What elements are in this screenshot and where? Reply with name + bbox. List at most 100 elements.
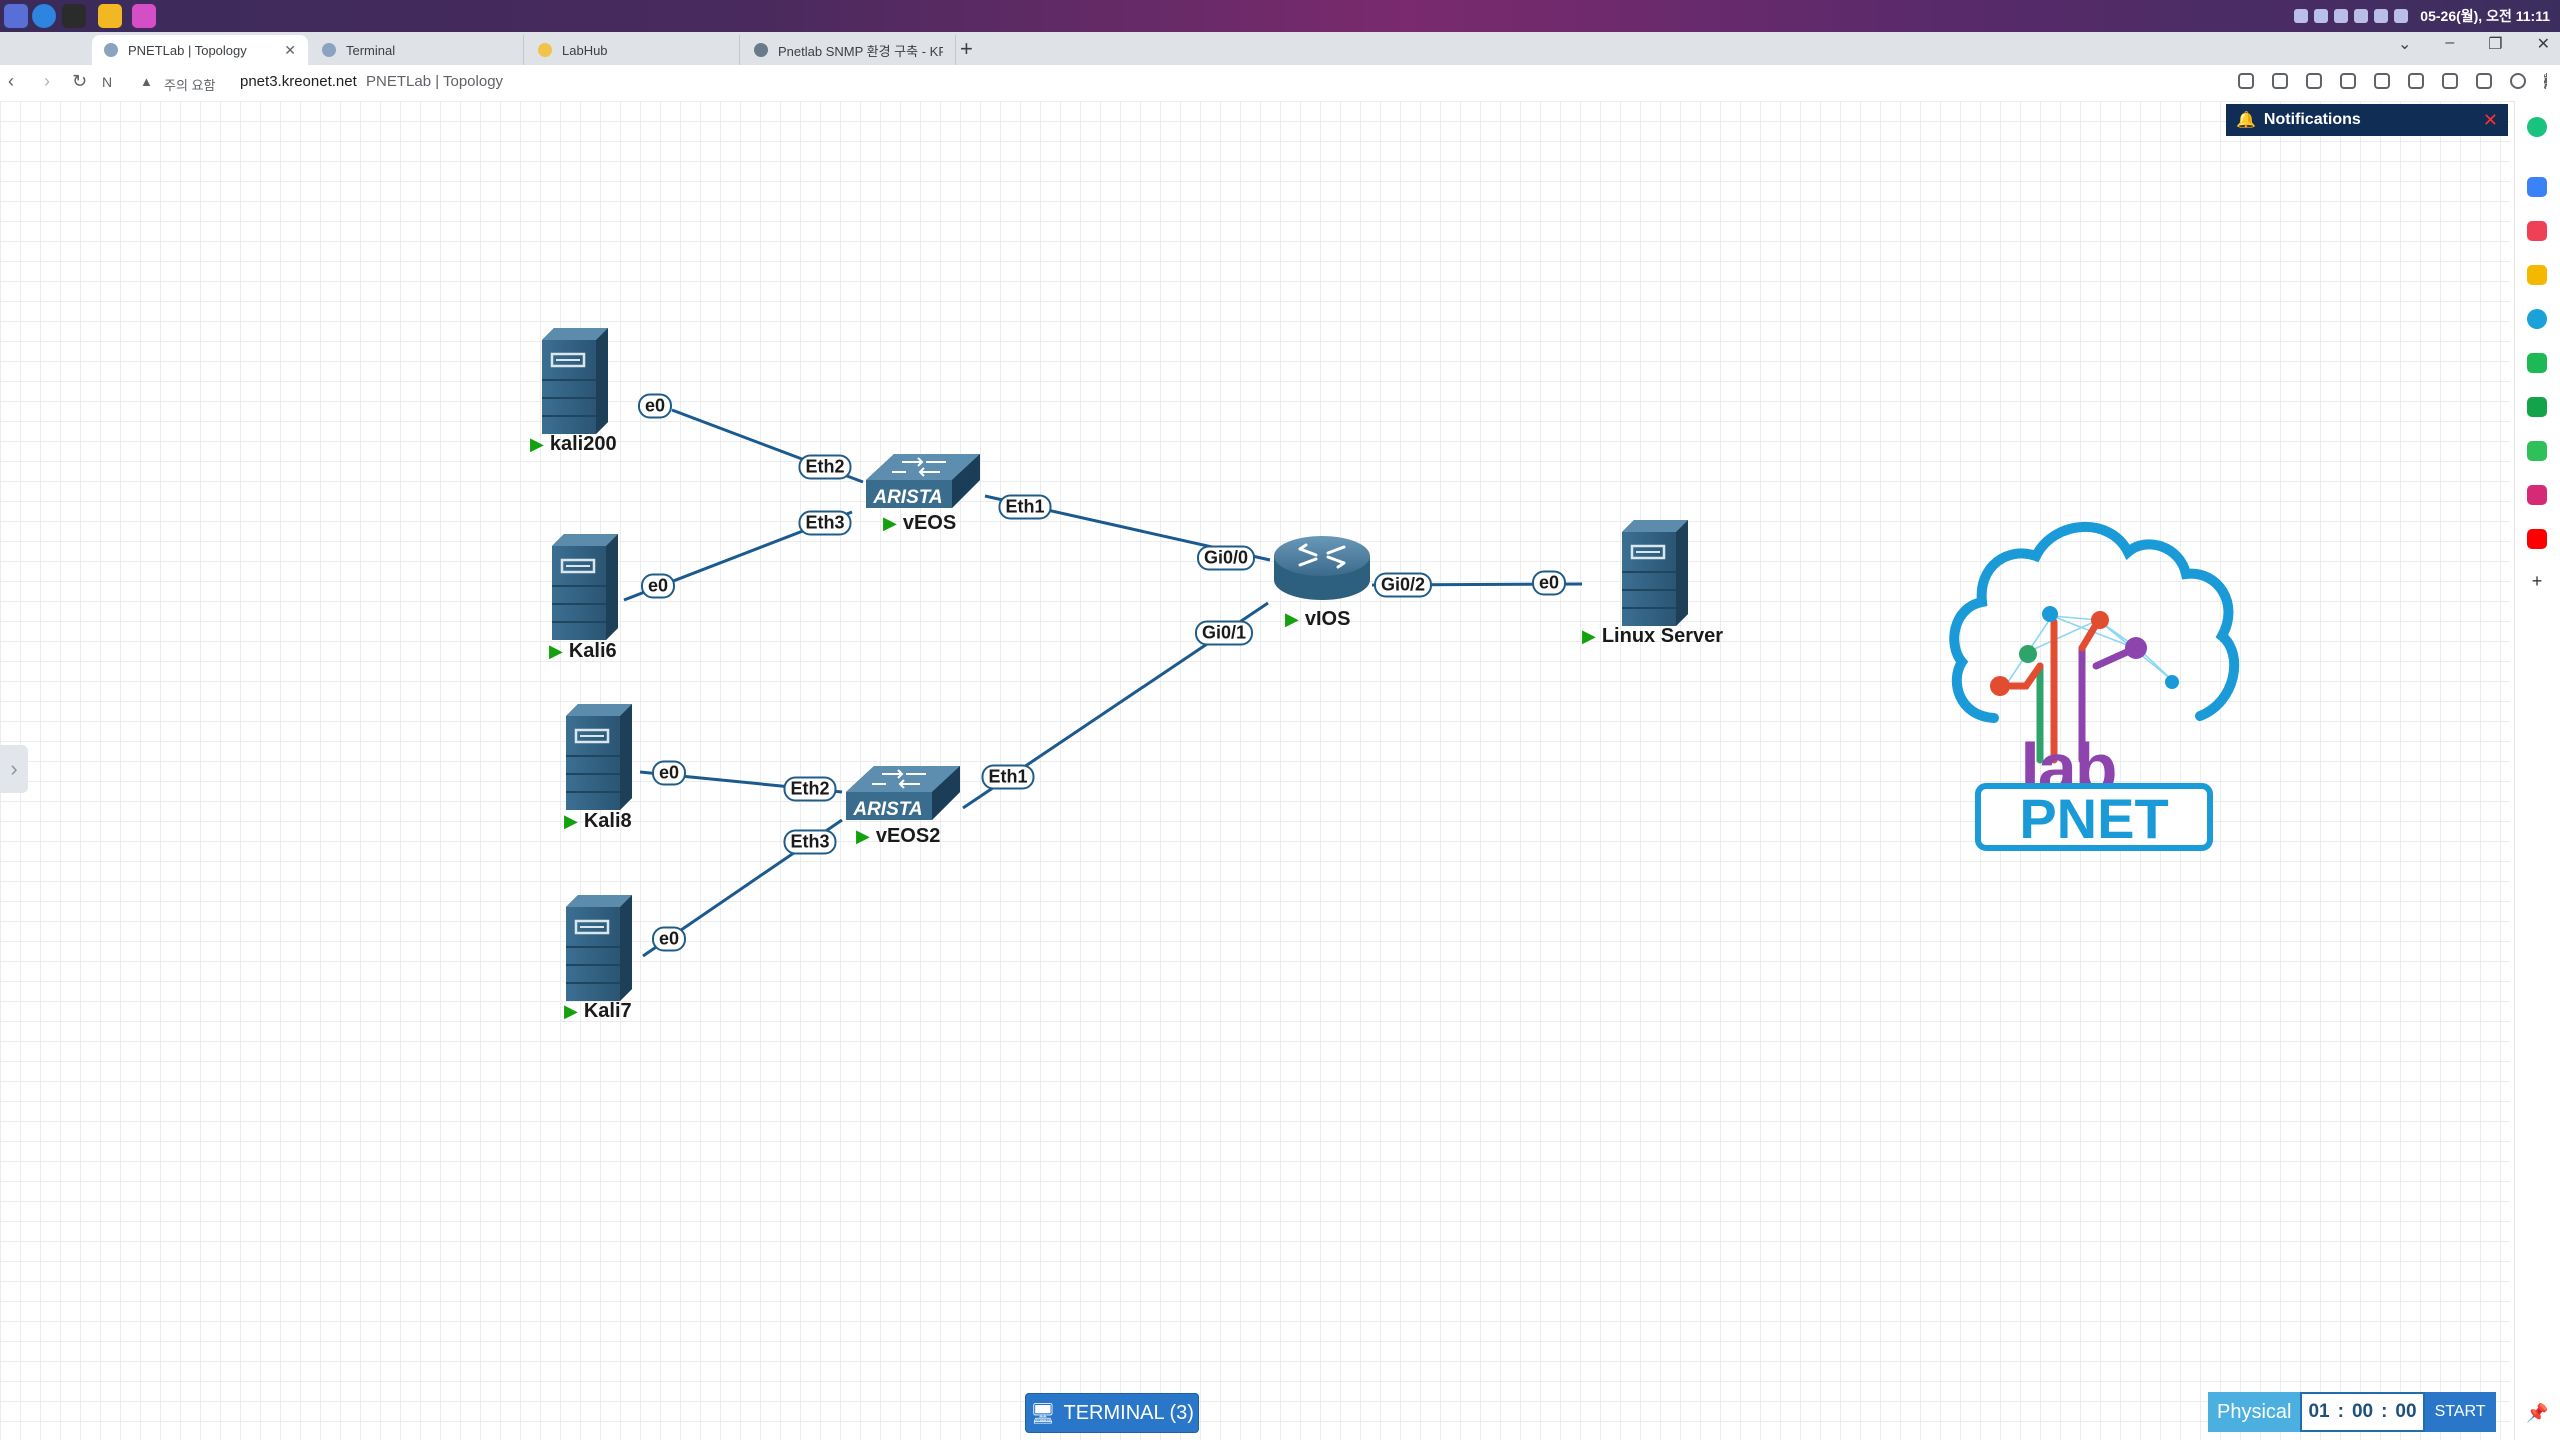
port-label-linux-e0[interactable]: e0 [1531,570,1567,596]
zoom-icon[interactable] [2238,73,2254,89]
tab-pnetlab-topology[interactable]: PNETLab | Topology ✕ [92,35,308,65]
tab-pnetlab-snmp[interactable]: Pnetlab SNMP 환경 구축 - KREONE [742,35,956,65]
minimize-button[interactable]: – [2445,34,2455,51]
node-label-linux-server[interactable]: ▶Linux Server [1582,625,1723,648]
back-button[interactable]: ‹ [8,71,14,91]
rail-chat-icon[interactable] [2527,441,2547,461]
port-label-veos-eth2[interactable]: Eth2 [798,454,852,480]
server-kali8-icon[interactable] [564,702,634,812]
split-view-icon[interactable] [2476,73,2492,89]
rail-pocket-icon[interactable] [2527,221,2547,241]
rail-assistant-icon[interactable] [2527,117,2547,137]
port-label-vios-gi01[interactable]: Gi0/1 [1194,620,1254,646]
extension-glasses-icon[interactable] [2306,73,2322,89]
tab-terminal[interactable]: Terminal [310,35,524,65]
play-icon: ▶ [883,513,897,533]
terminal-app-icon[interactable] [62,4,86,28]
app-launcher-icon[interactable] [4,4,28,28]
sidebar-expand-button[interactable]: › [0,745,28,793]
timer-inputs[interactable]: 01 : 00 : 00 [2300,1392,2425,1432]
timer-separator: : [2381,1401,2388,1422]
extension-icon[interactable] [2340,73,2356,89]
close-window-button[interactable]: ✕ [2536,36,2550,53]
rail-favorites-icon[interactable] [2527,265,2547,285]
reader-mode-icon[interactable]: N [102,74,113,90]
notifications-panel[interactable]: 🔔 Notifications ✕ [2226,104,2508,136]
reload-button[interactable]: ↻ [72,71,88,91]
system-clock[interactable]: 05-26(월), 오전 11:11 [2420,8,2550,24]
tray-display-icon[interactable] [2374,9,2389,23]
port-label-veos2-eth1[interactable]: Eth1 [981,764,1035,790]
topology-canvas[interactable]: ARISTA ARISTA [0,101,2510,1440]
server-kali7-icon[interactable] [564,893,634,1003]
terminal-button[interactable]: 🖥 TERMINAL (3) [1025,1393,1199,1433]
bookmark-star-icon[interactable] [2272,73,2288,89]
tray-app-icon[interactable] [2294,9,2309,23]
node-label-kali6[interactable]: ▶Kali6 [549,640,617,663]
node-name: vEOS2 [875,825,941,847]
port-label-vios-gi02[interactable]: Gi0/2 [1373,572,1433,598]
port-label-veos2-eth3[interactable]: Eth3 [783,829,837,855]
rail-instagram-icon[interactable] [2527,485,2547,505]
rail-add-icon[interactable]: + [2531,571,2543,591]
tray-network-icon[interactable] [2314,9,2329,23]
browser-app-icon[interactable] [32,4,56,28]
links [623,408,1583,958]
server-kali200-icon[interactable] [540,326,610,436]
tray-clipboard-icon[interactable] [2334,9,2349,23]
profile-icon[interactable] [2510,73,2526,89]
timer-hours[interactable]: 01 [2308,1401,2330,1422]
server-linux-icon[interactable] [1620,518,1690,628]
router-vios-icon[interactable] [1274,536,1370,600]
close-icon[interactable]: ✕ [2482,109,2498,130]
node-label-vios[interactable]: ▶vIOS [1285,608,1350,631]
node-label-kali200[interactable]: ▶kali200 [530,433,617,456]
port-label-veos2-eth2[interactable]: Eth2 [783,776,837,802]
server-kali6-icon[interactable] [550,532,620,642]
timer-seconds[interactable]: 00 [2395,1401,2417,1422]
node-label-veos[interactable]: ▶vEOS [883,512,956,535]
files-app-icon[interactable] [98,4,122,28]
tab-search-chevron-icon[interactable]: ⌄ [2397,36,2412,53]
bell-icon: 🔔 [2236,112,2256,129]
tab-label: LabHub [562,42,608,58]
new-tab-button[interactable]: + [960,36,973,61]
rail-calendar-icon[interactable] [2527,177,2547,197]
physical-mode-button[interactable]: Physical [2208,1392,2301,1432]
port-label-kali200-e0[interactable]: e0 [637,393,673,419]
tray-volume-icon[interactable] [2394,9,2409,23]
warning-triangle-icon[interactable]: ▲ [140,74,153,89]
pin-icon[interactable]: 📌 [2526,1403,2549,1423]
security-warning-text[interactable]: 주의 요함 [164,78,216,93]
port-label-kali6-e0[interactable]: e0 [640,573,676,599]
window-controls: ⌄ – ❐ ✕ [2398,34,2550,54]
rail-shopping-icon[interactable] [2527,353,2547,373]
tab-label: PNETLab | Topology [128,42,247,58]
port-label-veos-eth3[interactable]: Eth3 [798,510,852,536]
port-label-kali8-e0[interactable]: e0 [651,760,687,786]
node-label-kali7[interactable]: ▶Kali7 [564,1000,632,1023]
screen-capture-icon[interactable] [2408,73,2424,89]
arista-veos-text: ARISTA [872,487,942,508]
screenshot-icon[interactable] [2442,73,2458,89]
url-page-title[interactable]: PNETLab | Topology [366,73,504,90]
port-label-kali7-e0[interactable]: e0 [651,926,687,952]
tray-search-icon[interactable] [2354,9,2369,23]
rail-youtube-icon[interactable] [2527,529,2547,549]
tab-labhub[interactable]: LabHub [526,35,740,65]
node-label-veos2[interactable]: ▶vEOS2 [856,825,940,848]
restore-button[interactable]: ❐ [2488,36,2503,53]
forward-button[interactable]: › [44,71,50,91]
port-label-veos-eth1[interactable]: Eth1 [998,494,1052,520]
timer-minutes[interactable]: 00 [2351,1401,2374,1422]
port-label-vios-gi00[interactable]: Gi0/0 [1196,545,1256,571]
start-button[interactable]: START [2424,1392,2496,1432]
node-label-kali8[interactable]: ▶Kali8 [564,810,632,833]
rail-edge-icon[interactable] [2527,309,2547,329]
rail-stocks-icon[interactable] [2527,397,2547,417]
url-host[interactable]: pnet3.kreonet.net [240,73,357,90]
editor-app-icon[interactable] [132,4,156,28]
download-icon[interactable] [2374,73,2390,89]
menu-kebab-icon[interactable] [2544,73,2548,89]
tab-close-icon[interactable]: ✕ [284,41,296,58]
